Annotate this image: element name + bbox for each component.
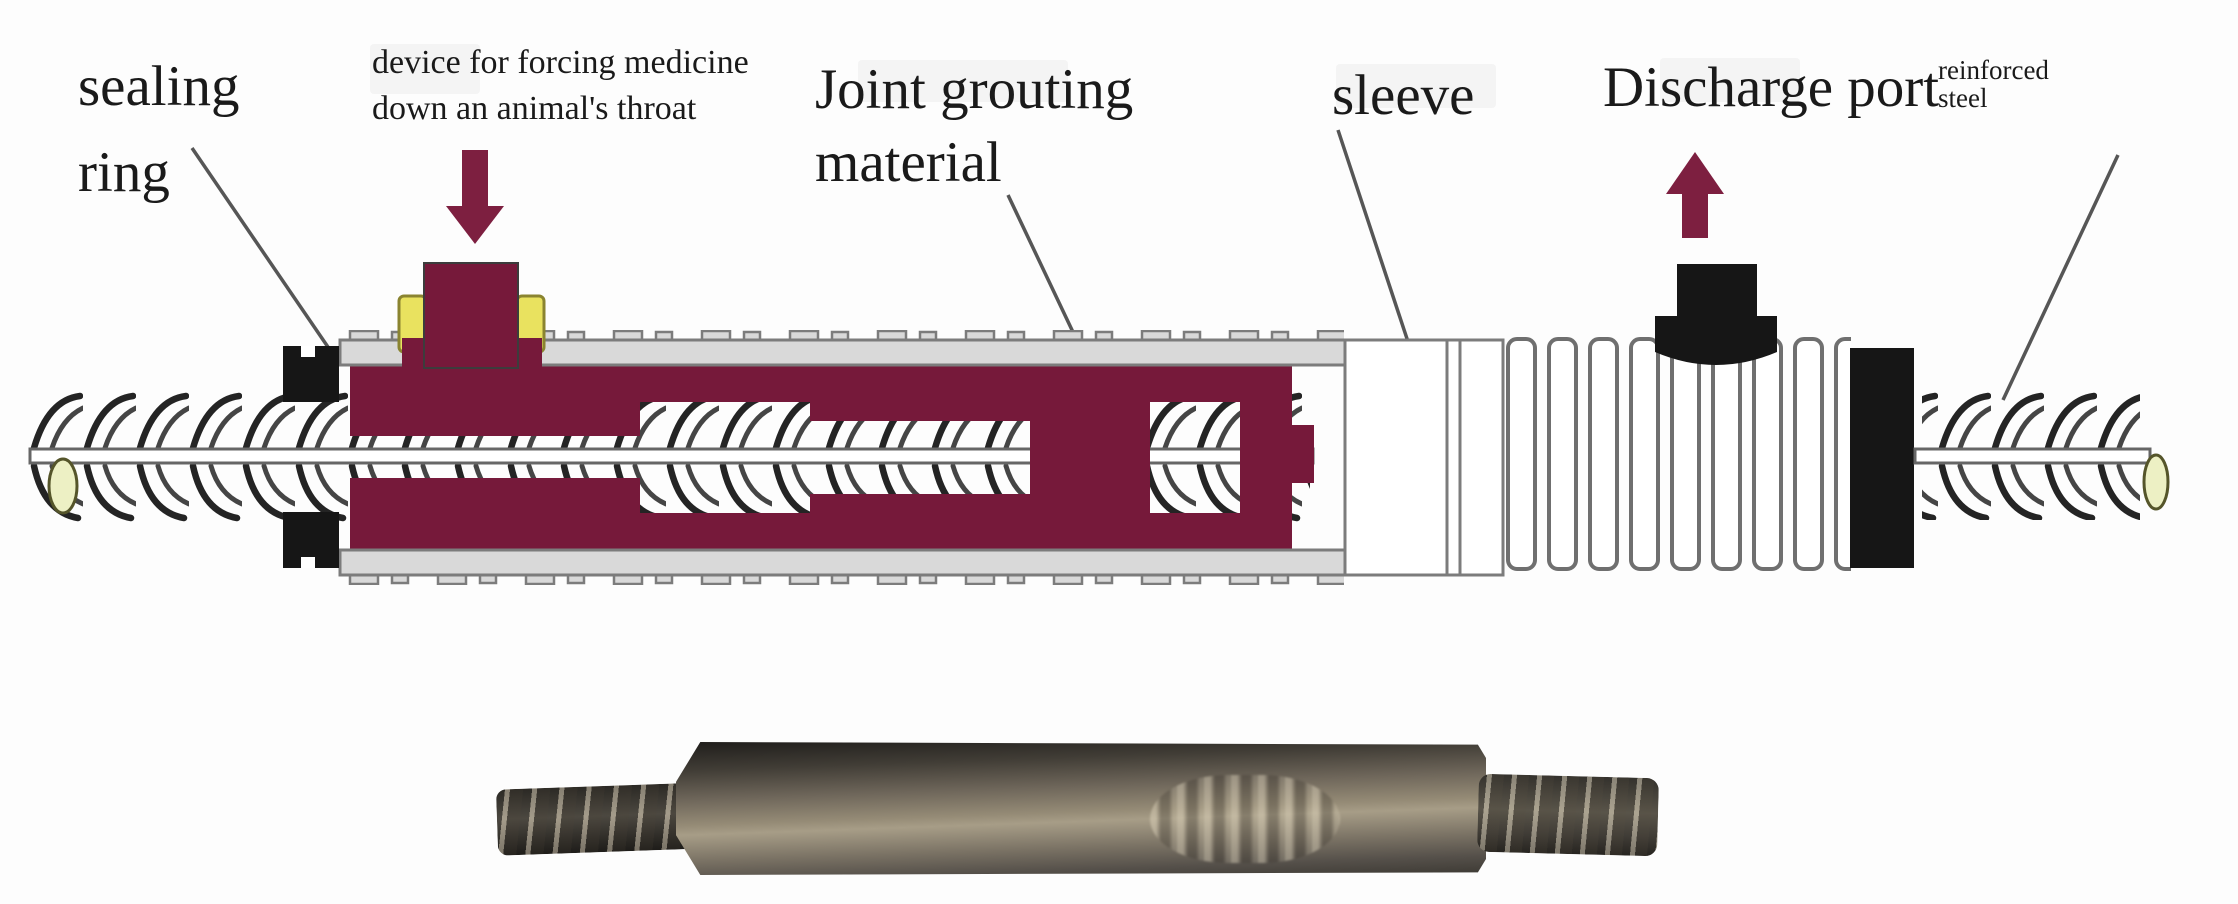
right-rebar-end-face: [2142, 453, 2170, 511]
label-line: Joint grouting: [815, 58, 1134, 121]
label-grout-material: Joint grouting material: [815, 54, 1133, 200]
label-line: material: [815, 130, 1002, 194]
end-seal: [1850, 348, 1914, 568]
label-line: device for forcing medicine: [372, 44, 749, 81]
sleeve-empty-section: [1343, 337, 1914, 577]
label-line: steel: [1938, 83, 1988, 114]
discharge-port: [1655, 264, 1777, 365]
background-smudge: [1660, 58, 1800, 102]
label-grout-inlet: device for forcing medicine down an anima…: [372, 40, 749, 132]
shell-bottom-wall: [338, 548, 1347, 577]
photo-sleeve-grooves: [1150, 775, 1340, 863]
label-discharge-port: Discharge port: [1603, 52, 1939, 125]
label-line: Discharge port: [1603, 56, 1940, 119]
sleeve-shell: [338, 330, 1347, 585]
right-rebar-core: [1913, 447, 2152, 465]
corrugated-section: [1503, 337, 1851, 573]
grout-injection-port: [397, 262, 546, 369]
discharge-arrow: [1666, 152, 1724, 238]
label-line: sealing: [78, 55, 240, 118]
sealing-ring: [283, 346, 339, 568]
label-sleeve: sleeve: [1332, 60, 1474, 133]
label-line: ring: [78, 140, 170, 204]
background-smudge: [370, 44, 480, 94]
leader-sealing-ring: [190, 147, 332, 351]
background-smudge: [858, 60, 1068, 102]
leader-sleeve: [1336, 129, 1420, 373]
left-rebar-end-face: [47, 457, 79, 515]
grout-sleeve-schematic: [28, 129, 2170, 585]
label-line: down an animal's throat: [372, 90, 697, 128]
center-stop: [1030, 365, 1150, 550]
photo-right-rebar: [1477, 773, 1659, 857]
label-sealing-ring: sealing ring: [78, 44, 239, 215]
grout-end-cap: [1240, 365, 1314, 550]
label-line: reinforced: [1938, 55, 2049, 85]
photo-sleeve-body: [676, 742, 1486, 875]
grout-inlet-arrow: [446, 150, 504, 244]
label-line: sleeve: [1332, 64, 1475, 127]
grouting-material: [350, 365, 1314, 550]
background-smudge: [1336, 64, 1496, 108]
right-rebar: [1913, 392, 2170, 520]
leader-reinforced-steel: [2001, 154, 2120, 401]
